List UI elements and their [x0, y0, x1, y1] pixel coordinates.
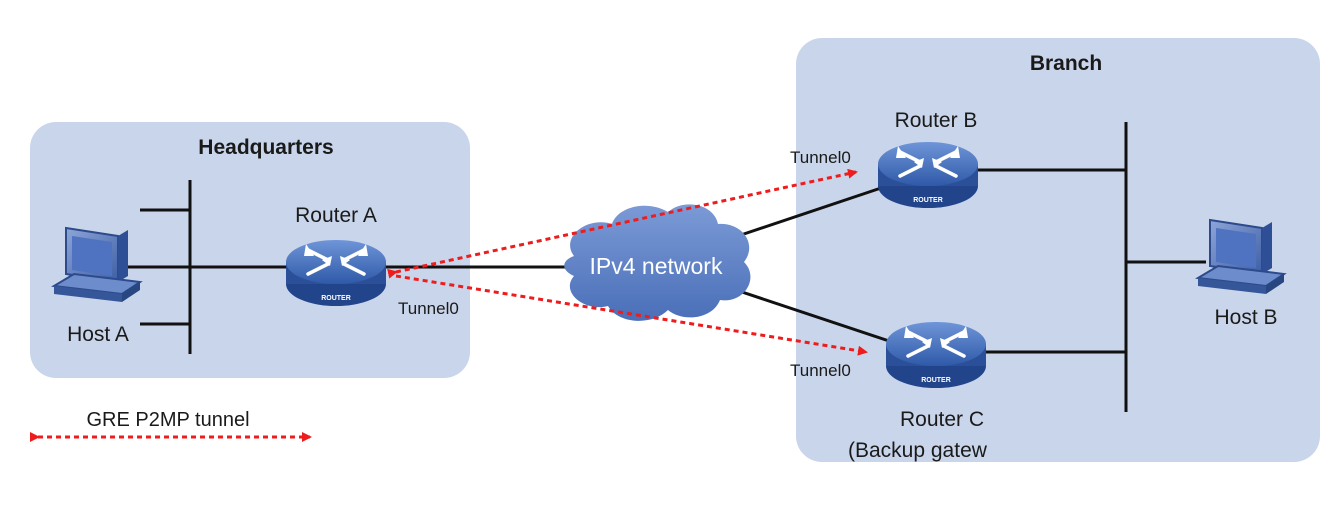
router-a-tunnel-label: Tunnel0 — [398, 299, 459, 318]
router-c-label: Router C — [900, 408, 984, 431]
router-a-badge: ROUTER — [321, 295, 351, 302]
router-b: ROUTER — [876, 140, 980, 210]
headquarters-region — [30, 122, 470, 378]
router-b-label: Router B — [895, 109, 978, 132]
router-c-note: (Backup gatew — [848, 439, 988, 462]
headquarters-title: Headquarters — [198, 136, 333, 159]
router-c-tunnel-label: Tunnel0 — [790, 361, 851, 380]
ipv4-network-label: IPv4 network — [590, 253, 723, 279]
link-cloud-router-c — [729, 286, 893, 344]
gre-tunnels — [387, 168, 868, 356]
host-a-icon — [53, 227, 141, 303]
host-b-icon — [1197, 219, 1285, 295]
tunnel-a-b — [387, 168, 858, 279]
router-c-badge: ROUTER — [921, 377, 951, 384]
router-b-badge: ROUTER — [913, 197, 943, 204]
router-b-tunnel-label: Tunnel0 — [790, 148, 851, 167]
host-a-label: Host A — [67, 323, 129, 346]
router-a-label: Router A — [295, 204, 377, 227]
legend-label: GRE P2MP tunnel — [86, 409, 249, 431]
router-c: ROUTER — [884, 320, 988, 390]
branch-title: Branch — [1030, 52, 1102, 75]
branch-lan — [976, 122, 1206, 412]
host-b-label: Host B — [1214, 306, 1277, 329]
headquarters-lan — [128, 180, 290, 354]
tunnel-a-c — [395, 274, 868, 356]
router-a: ROUTER — [284, 238, 388, 308]
